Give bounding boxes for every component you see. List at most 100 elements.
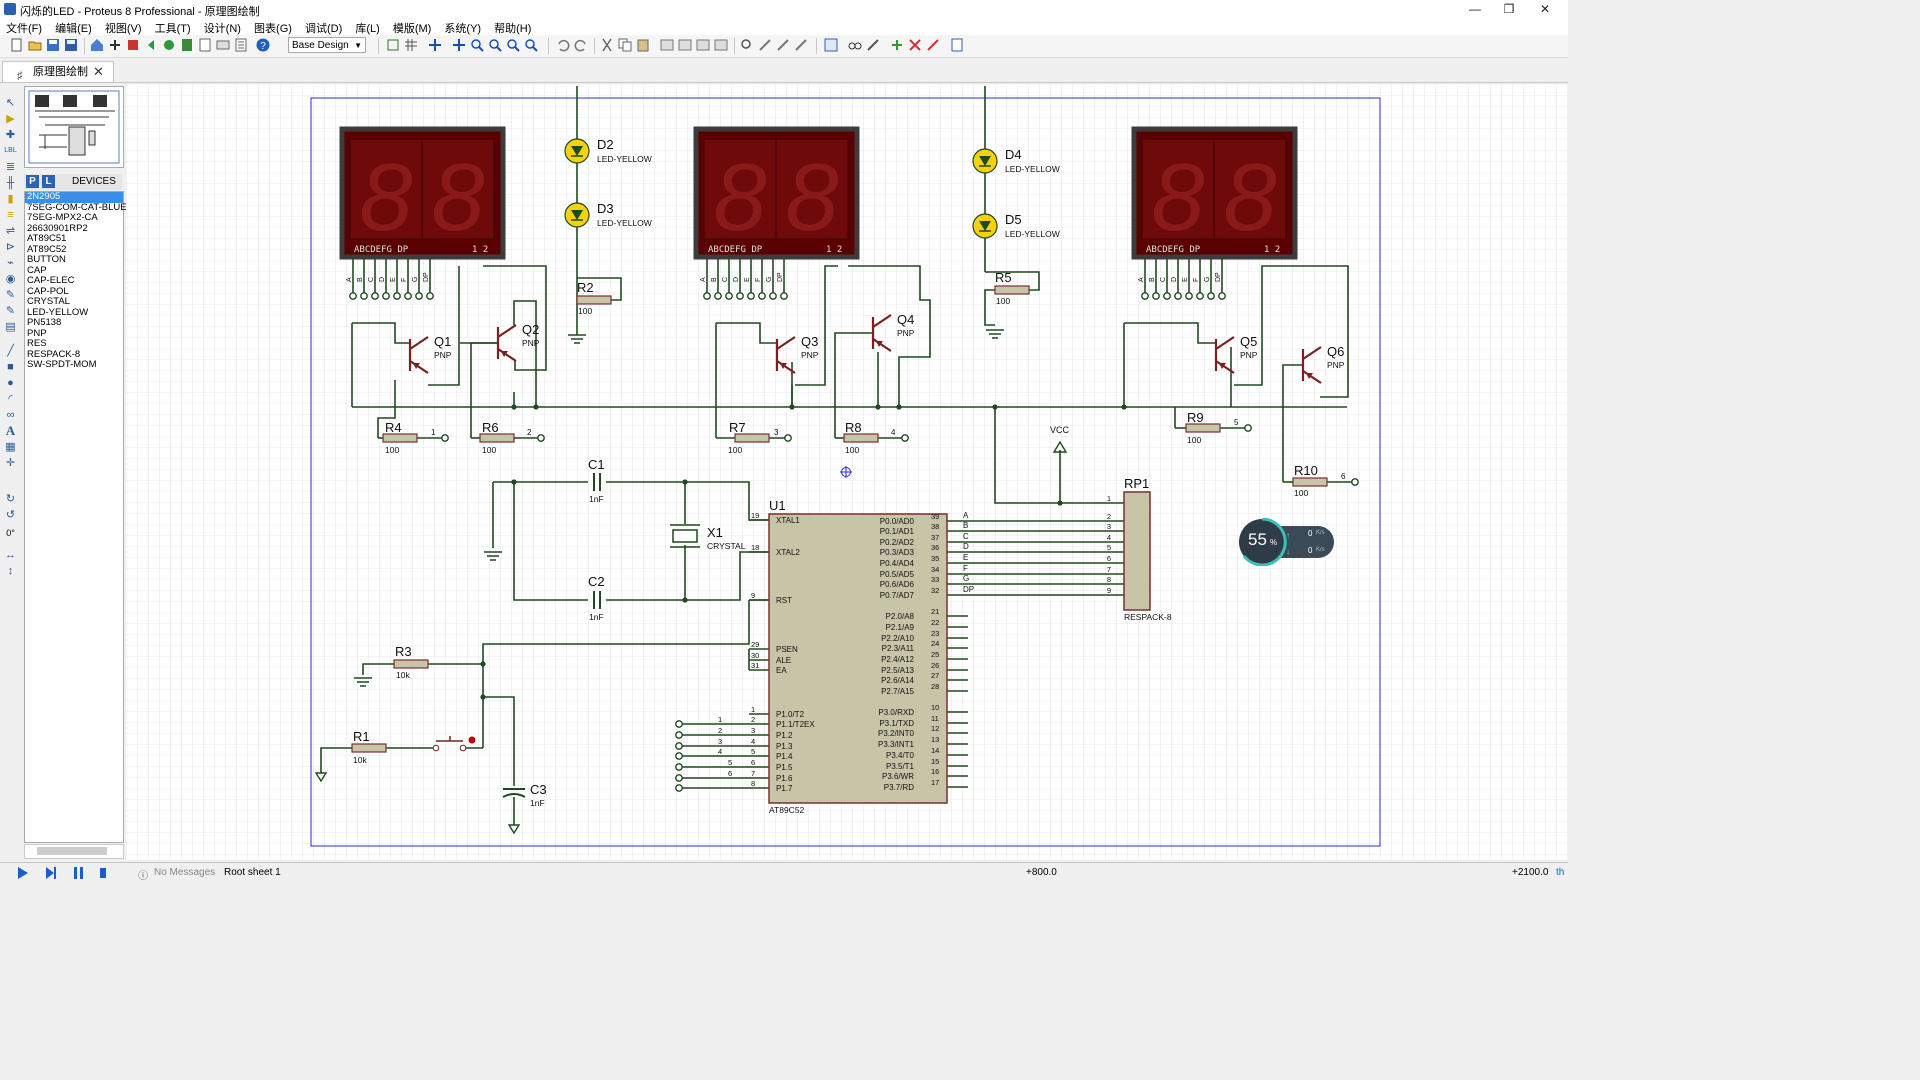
push-button[interactable] <box>432 736 476 752</box>
device-list-item[interactable]: CAP-POL <box>27 285 69 297</box>
library-manager-button[interactable]: L <box>42 175 55 188</box>
graph-icon[interactable]: ⊳ <box>5 241 16 253</box>
maximize-button[interactable]: ❐ <box>1503 2 1515 16</box>
design-explorer-icon[interactable] <box>198 38 212 52</box>
play-icon[interactable] <box>18 867 28 879</box>
zoom-all-icon[interactable] <box>506 38 520 52</box>
led-yellow[interactable] <box>564 138 590 164</box>
close-tab-icon[interactable]: ✕ <box>93 64 104 79</box>
resistor[interactable] <box>734 433 770 443</box>
device-list-item[interactable]: 2N2905 <box>25 191 123 203</box>
wire-autorouter-icon[interactable] <box>824 38 838 52</box>
circle-icon[interactable]: ● <box>7 377 14 389</box>
menu-edit[interactable]: 编辑(E) <box>55 23 92 35</box>
message-status[interactable]: No Messages <box>154 867 216 878</box>
wire-label-icon[interactable]: LBL <box>4 147 17 154</box>
capacitor[interactable] <box>593 591 601 609</box>
gerber-icon[interactable] <box>144 38 158 52</box>
selection-mode-icon[interactable]: ↖ <box>5 97 16 109</box>
pnp-transistor[interactable] <box>1214 336 1235 374</box>
minimize-button[interactable]: — <box>1469 2 1481 16</box>
text-icon[interactable]: A <box>5 423 16 438</box>
mirror-horizontal-icon[interactable]: ↔ <box>5 549 16 561</box>
redo-icon[interactable] <box>574 38 588 52</box>
rotation-angle[interactable]: 0° <box>6 528 15 538</box>
arc-icon[interactable]: ◜ <box>8 393 13 405</box>
3d-viewer-icon[interactable] <box>162 38 176 52</box>
device-list-item[interactable]: CAP <box>27 264 47 276</box>
stop-icon[interactable] <box>100 868 106 878</box>
undo-icon[interactable] <box>556 38 570 52</box>
resistor[interactable] <box>382 433 418 443</box>
pnp-transistor[interactable] <box>496 324 517 362</box>
new-sheet-icon[interactable] <box>890 38 904 52</box>
led-yellow[interactable] <box>972 148 998 174</box>
refresh-icon[interactable] <box>386 38 400 52</box>
pcb-layout-icon[interactable] <box>126 38 140 52</box>
pnp-transistor[interactable] <box>1301 346 1322 384</box>
menu-design[interactable]: 设计(N) <box>203 23 241 35</box>
copy-icon[interactable] <box>618 38 632 52</box>
network-speed-widget[interactable]: ↑ ↓ 55 % 0 K/s 0 K/s <box>1238 517 1334 567</box>
zoom-in-icon[interactable] <box>470 38 484 52</box>
closed-path-icon[interactable]: ∞ <box>6 409 15 421</box>
component-mode-icon[interactable]: ▶ <box>6 113 15 125</box>
save-all-icon[interactable] <box>64 38 78 52</box>
tab-schematic-capture[interactable]: ♯ 原理图绘制 ✕ <box>2 61 114 82</box>
menu-file[interactable]: 文件(F) <box>6 23 43 35</box>
origin-icon[interactable] <box>428 38 442 52</box>
subcircuit-icon[interactable]: ▮ <box>7 193 14 205</box>
bom-icon[interactable] <box>180 38 194 52</box>
scroll-thumb[interactable] <box>37 847 107 855</box>
mirror-vertical-icon[interactable]: ↕ <box>7 565 14 577</box>
device-list-item[interactable]: 7SEG-MPX2-CA <box>27 212 98 223</box>
terminals-icon[interactable]: ≡ <box>7 209 14 221</box>
junction-dot-icon[interactable]: ✚ <box>5 129 16 141</box>
block-move-icon[interactable] <box>678 38 692 52</box>
menu-library[interactable]: 库(L) <box>355 23 380 35</box>
box-icon[interactable]: ■ <box>7 361 14 373</box>
help-icon[interactable]: ? <box>256 38 270 52</box>
tape-recorder-icon[interactable]: ⌁ <box>7 257 14 269</box>
device-list-item[interactable]: AT89C51 <box>27 233 67 244</box>
zoom-out-icon[interactable] <box>488 38 502 52</box>
step-icon[interactable] <box>46 867 56 879</box>
menu-system[interactable]: 系统(Y) <box>444 23 482 35</box>
symbol-icon[interactable]: ▦ <box>5 441 16 453</box>
rotate-clockwise-icon[interactable]: ↻ <box>5 493 16 505</box>
led-yellow[interactable] <box>972 213 998 239</box>
zoom-area-icon[interactable] <box>524 38 538 52</box>
device-list-item[interactable]: AT89C52 <box>27 243 67 255</box>
packaging-tool-icon[interactable] <box>776 38 790 52</box>
netlist-icon[interactable] <box>950 38 964 52</box>
text-script-icon[interactable]: ≣ <box>5 161 16 173</box>
resistor[interactable] <box>393 659 429 669</box>
design-variant-select[interactable]: Base Design▼ <box>288 37 366 53</box>
goto-sheet-icon[interactable] <box>926 38 940 52</box>
new-file-icon[interactable] <box>10 38 24 52</box>
notes-icon[interactable] <box>216 38 230 52</box>
pnp-transistor[interactable] <box>871 314 892 352</box>
device-list-item[interactable]: PNP <box>27 327 47 339</box>
resistor[interactable] <box>1185 423 1221 433</box>
make-device-icon[interactable] <box>758 38 772 52</box>
home-icon[interactable] <box>90 38 104 52</box>
pick-device-button[interactable]: P <box>26 175 39 188</box>
device-list-item[interactable]: 7SEG-COM-CAT-BLUE <box>27 201 127 213</box>
device-list-item[interactable]: CRYSTAL <box>27 296 70 307</box>
decompose-icon[interactable] <box>794 38 808 52</box>
pause-icon[interactable] <box>74 867 83 879</box>
cut-icon[interactable] <box>600 38 614 52</box>
resistor[interactable] <box>843 433 879 443</box>
led-yellow[interactable] <box>564 202 590 228</box>
menu-view[interactable]: 视图(V) <box>104 23 142 35</box>
resistor[interactable] <box>994 285 1030 295</box>
menu-tools[interactable]: 工具(T) <box>154 23 191 35</box>
device-list-item[interactable]: LED-YELLOW <box>27 306 89 318</box>
save-icon[interactable] <box>46 38 60 52</box>
crystal[interactable] <box>670 524 700 548</box>
